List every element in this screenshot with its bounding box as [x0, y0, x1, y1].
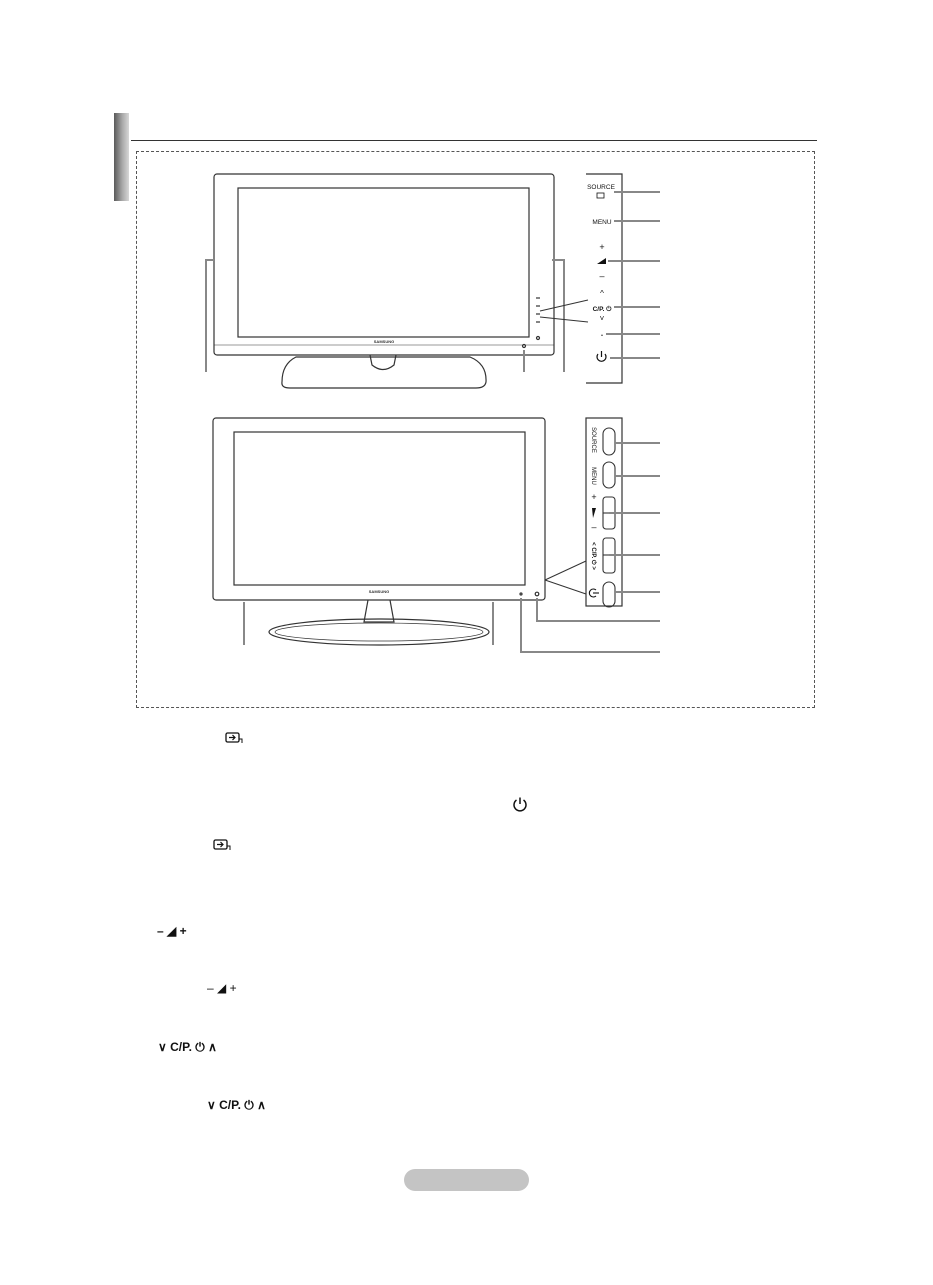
panel2-plus: +	[591, 492, 596, 502]
channel-glyph-bold: ∨ C/P. ⏻ ∧	[158, 1040, 217, 1054]
brand-logo-1: SAMSUNG	[374, 339, 394, 344]
panel1-minus: –	[599, 271, 604, 281]
brand-logo-2: SAMSUNG	[369, 589, 389, 594]
channel-glyph-thin: ∨ C/P. ⏻ ∧	[207, 1098, 266, 1112]
section-marker-bar	[114, 113, 129, 201]
panel2-minus: –	[591, 522, 596, 532]
volume-glyph-bold: – ◢ +	[157, 924, 187, 938]
tv-front-1	[213, 173, 555, 389]
power-icon	[596, 351, 607, 362]
source-icon	[596, 192, 605, 199]
callout-wedge-2	[544, 560, 587, 595]
panel2-source-label: SOURCE	[590, 427, 596, 453]
panel2-channel-label: < C/P. ⏻ >	[590, 542, 597, 570]
volume-icon-2	[592, 508, 596, 518]
volume-glyph-thin: – ◢ +	[207, 981, 237, 995]
diagram-frame	[136, 151, 815, 708]
page-number-pill	[404, 1169, 529, 1191]
panel1-down: ˅	[600, 314, 605, 323]
panel1-plus: +	[599, 242, 604, 252]
tv-diagrams: SAMSUNG SOURCE MENU + – ^ C/P. ⏻ ˅ •	[205, 173, 660, 653]
power-symbol-icon	[513, 797, 527, 812]
leader-lines-1	[205, 259, 565, 372]
panel1-up: ^	[600, 289, 604, 298]
side-panel-1: SOURCE MENU + – ^ C/P. ⏻ ˅ •	[586, 173, 660, 384]
panel1-source-label: SOURCE	[587, 184, 615, 191]
tv-front-2	[212, 417, 546, 646]
panel1-dot: •	[601, 333, 603, 339]
panel2-menu-label: MENU	[590, 467, 596, 485]
side-panel-2: SOURCE MENU + – < C/P. ⏻ >	[585, 417, 660, 608]
power-icon-2	[588, 588, 599, 598]
volume-icon	[597, 258, 606, 264]
panel1-menu-label: MENU	[592, 219, 611, 226]
source-input-icon-2	[213, 839, 231, 850]
callout-wedge-1	[539, 299, 589, 323]
section-heading-rule	[131, 140, 817, 141]
source-input-icon-1	[225, 732, 243, 743]
panel1-channel-label: C/P. ⏻	[593, 305, 613, 313]
leader-lines-2	[243, 598, 660, 653]
